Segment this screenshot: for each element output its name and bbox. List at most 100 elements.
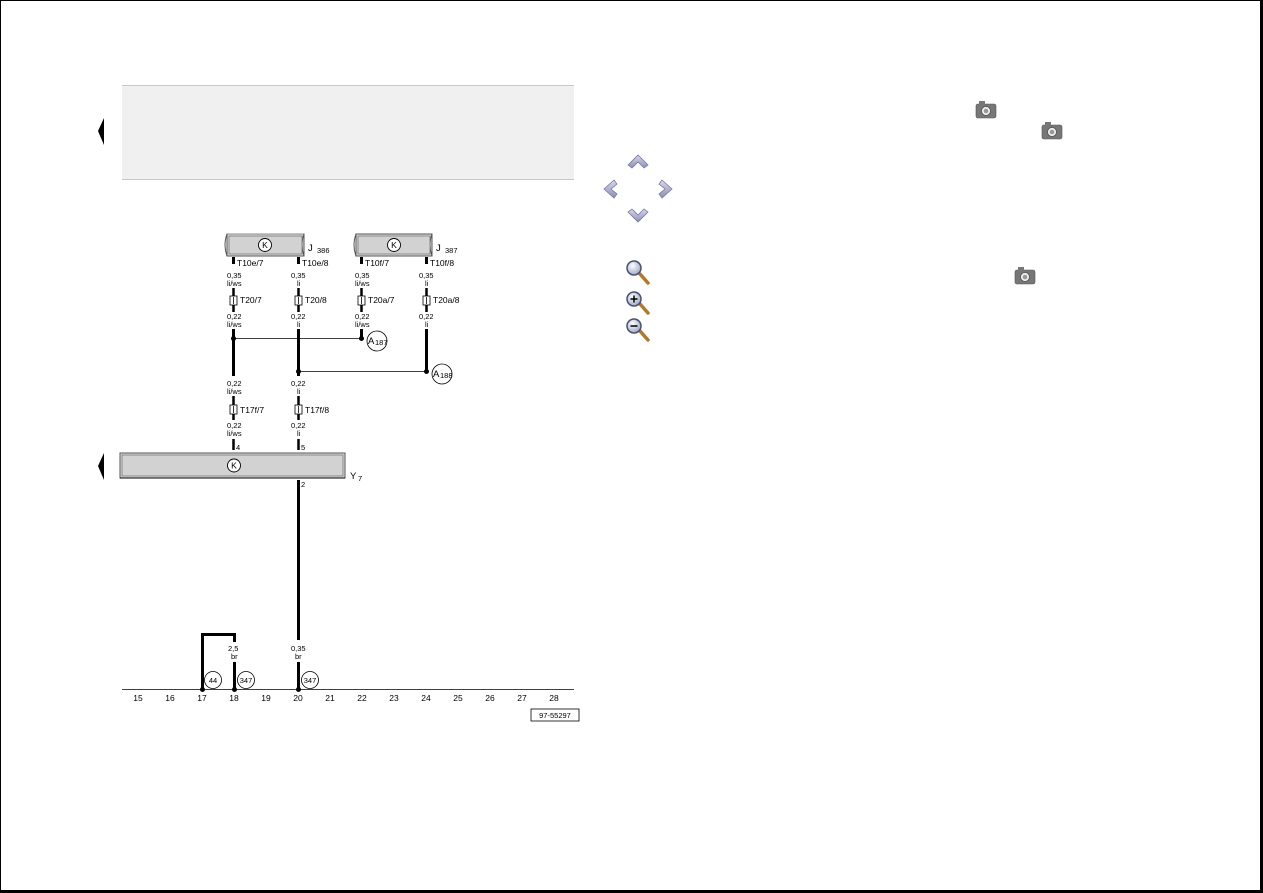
component-y7[interactable]: K [119, 452, 346, 479]
connector-t20a-8: T20a/8 [433, 295, 460, 305]
header-panel [122, 85, 574, 179]
ground-347-a[interactable]: 347 [237, 671, 255, 689]
wire-3b-size: 0,22 [291, 379, 306, 388]
wires-third-segment [232, 396, 300, 405]
wire-1d-size: 0,35 [419, 271, 434, 280]
wire-2b-color: li [297, 320, 301, 329]
wire-ground-jumper [201, 633, 236, 689]
zoom-out-icon [626, 318, 650, 342]
wire-5a-size: 2,5 [228, 644, 238, 653]
ground-347-a-label: 347 [240, 676, 253, 685]
wire-4a-color: li/ws [227, 429, 242, 438]
j386-k-symbol [258, 238, 272, 252]
column-22: 22 [357, 693, 367, 703]
wire-1d-color: li [425, 279, 429, 288]
zoom-in-icon [626, 291, 650, 315]
connector-stubs-top [232, 257, 428, 264]
y7-k-letter: K [231, 461, 237, 471]
wire-1a-color: li/ws [227, 279, 242, 288]
component-j387[interactable]: K [353, 233, 433, 257]
wire-2c-size: 0,22 [355, 312, 370, 321]
column-19: 19 [261, 693, 271, 703]
column-15: 15 [133, 693, 143, 703]
j387-label-sub: 387 [445, 246, 458, 255]
y7-pin-2: 2 [301, 480, 305, 489]
ground-347-b-label: 347 [304, 676, 317, 685]
camera-button-2[interactable] [1041, 122, 1063, 140]
wire-2c-color: li/ws [355, 320, 370, 329]
wire-1c-size: 0,35 [355, 271, 370, 280]
left-marker-mid[interactable] [98, 453, 104, 480]
chevron-up-icon [627, 154, 649, 169]
j387-k-symbol [387, 238, 401, 252]
j387-label: J [436, 243, 441, 254]
wire-4a-size: 0,22 [227, 421, 242, 430]
wires-top-segment [232, 288, 428, 296]
wire-5a-color: br [231, 652, 238, 661]
connector-t20-8: T20/8 [305, 295, 327, 305]
wire-4b-color: li [297, 429, 301, 438]
nav-right-button[interactable] [658, 179, 673, 199]
wires-y7-pins [232, 439, 300, 450]
zoom-button[interactable] [626, 260, 650, 285]
figure-reference-label: 97-55297 [539, 711, 571, 720]
wire-1a-size: 0,35 [227, 271, 242, 280]
wires-fourth-segment [232, 414, 300, 420]
zoom-in-button[interactable] [626, 291, 650, 315]
chevron-down-icon [627, 208, 649, 223]
nav-left-button[interactable] [603, 179, 618, 199]
wire-5b-size: 0,35 [291, 644, 306, 653]
column-18: 18 [229, 693, 239, 703]
wire-5b-color: br [295, 652, 302, 661]
column-16: 16 [165, 693, 175, 703]
connector-t10e7: T10e/7 [237, 258, 264, 268]
splice-a187[interactable]: A 187 [366, 330, 388, 352]
camera-button-3[interactable] [1014, 267, 1036, 285]
column-20: 20 [293, 693, 303, 703]
wire-3b-color: li [297, 387, 301, 396]
column-26: 26 [485, 693, 495, 703]
ground-347-b[interactable]: 347 [301, 671, 319, 689]
connector-t10e8: T10e/8 [302, 258, 329, 268]
connector-t10f8: T10f/8 [430, 258, 454, 268]
y7-pin-4: 4 [236, 443, 240, 452]
component-j386[interactable]: K [224, 233, 305, 257]
j387-k-letter: K [391, 240, 397, 250]
wire-2d-color: li [425, 320, 429, 329]
figure-reference: 97-55297 [530, 708, 580, 722]
splice-a188-sub: 188 [440, 371, 453, 380]
wire-4b-size: 0,22 [291, 421, 306, 430]
y7-label: Y [350, 471, 357, 482]
j386-label: J [308, 243, 313, 254]
ground-44[interactable]: 44 [204, 671, 222, 689]
j386-k-letter: K [262, 240, 268, 250]
column-numbers: 15 16 17 18 19 20 21 22 23 24 25 26 27 2… [133, 693, 559, 703]
connector-t17f-8: T17f/8 [305, 405, 329, 415]
wire-3a-size: 0,22 [227, 379, 242, 388]
y7-k-symbol [227, 458, 241, 473]
camera-icon [975, 101, 997, 119]
left-marker-top[interactable] [98, 118, 104, 145]
zoom-out-button[interactable] [626, 318, 650, 342]
wire-2a-size: 0,22 [227, 312, 242, 321]
column-17: 17 [197, 693, 207, 703]
y7-label-sub: 7 [358, 474, 362, 483]
splice-dots [231, 336, 429, 374]
splice-a188-label: A [433, 369, 440, 380]
nav-up-button[interactable] [627, 154, 649, 169]
camera-icon [1014, 267, 1036, 285]
splice-a187-label: A [368, 336, 375, 347]
wire-1c-color: li/ws [355, 279, 370, 288]
wire-1b-color: li [297, 279, 301, 288]
ground-44-label: 44 [209, 676, 217, 685]
camera-button-1[interactable] [975, 101, 997, 119]
wire-2a-color: li/ws [227, 320, 242, 329]
splice-a187-sub: 187 [375, 338, 388, 347]
nav-down-button[interactable] [627, 208, 649, 223]
column-27: 27 [517, 693, 527, 703]
splice-a188[interactable]: A 188 [431, 363, 453, 385]
connector-pins-t20 [233, 297, 427, 304]
magnifier-icon [626, 260, 650, 285]
